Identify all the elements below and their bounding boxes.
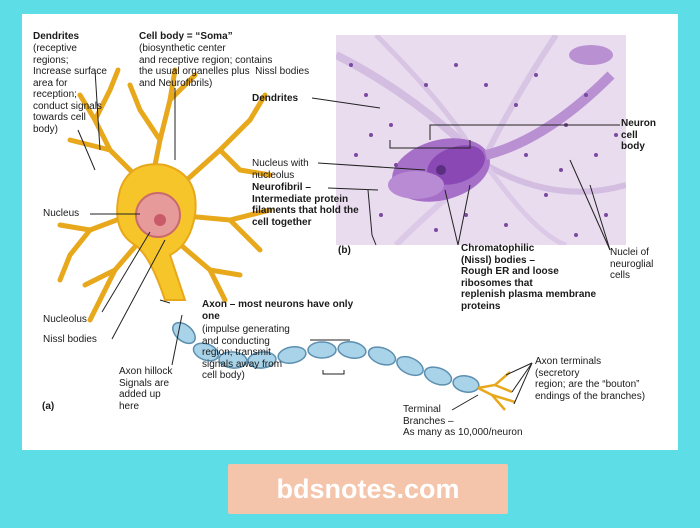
terminal-branches <box>477 371 516 411</box>
nucleus-label: Nucleus <box>43 208 80 219</box>
neuroglial-nuclei-label: Nuclei of neuroglial cells <box>610 247 654 281</box>
neurofibril-label: Neurofibril – Intermediate protein filam… <box>252 182 359 228</box>
site-banner[interactable]: bdsnotes.com <box>228 464 508 514</box>
myelin-sheath <box>172 321 480 393</box>
panel-a-label: (a) <box>42 401 55 412</box>
dendrites-title: Dendrites <box>33 31 80 42</box>
micrograph-dendrites-label: Dendrites <box>252 93 299 104</box>
micrograph-image <box>336 35 626 245</box>
nissl-bodies-label: Nissl bodies <box>43 334 97 345</box>
micrograph <box>336 35 626 245</box>
neuron-cell-body-label: Neuron cell body <box>621 118 656 152</box>
leader-lines <box>77 69 533 411</box>
axon-hillock-label: Axon hillock Signals are added up here <box>119 366 173 412</box>
axon-title: Axon – most neurons have only one <box>202 299 354 322</box>
nucleolus-shape <box>154 214 166 226</box>
terminal-branches-label: Terminal Branches – As many as 10,000/ne… <box>403 404 523 438</box>
cell-body-title: Cell body = “Soma” <box>139 31 233 42</box>
axon-description: (impulse generating and conducting regio… <box>202 324 290 381</box>
cell-body-description: (biosynthetic center and receptive regio… <box>139 43 310 89</box>
panel-b-label: (b) <box>338 245 351 256</box>
banner-text: bdsnotes.com <box>276 473 460 504</box>
dendrites-description: (receptive regions; Increase surface are… <box>33 43 107 135</box>
nucleus-with-nucleolus-label: Nucleus with nucleolus <box>252 158 309 181</box>
axon-terminals-label: Axon terminals (secretory region; are th… <box>535 356 646 402</box>
chromatophilic-bodies-label: Chromatophilic (Nissl) bodies – Rough ER… <box>461 243 597 312</box>
dendrite-branches <box>57 67 273 323</box>
nucleolus-label: Nucleolus <box>43 314 87 325</box>
